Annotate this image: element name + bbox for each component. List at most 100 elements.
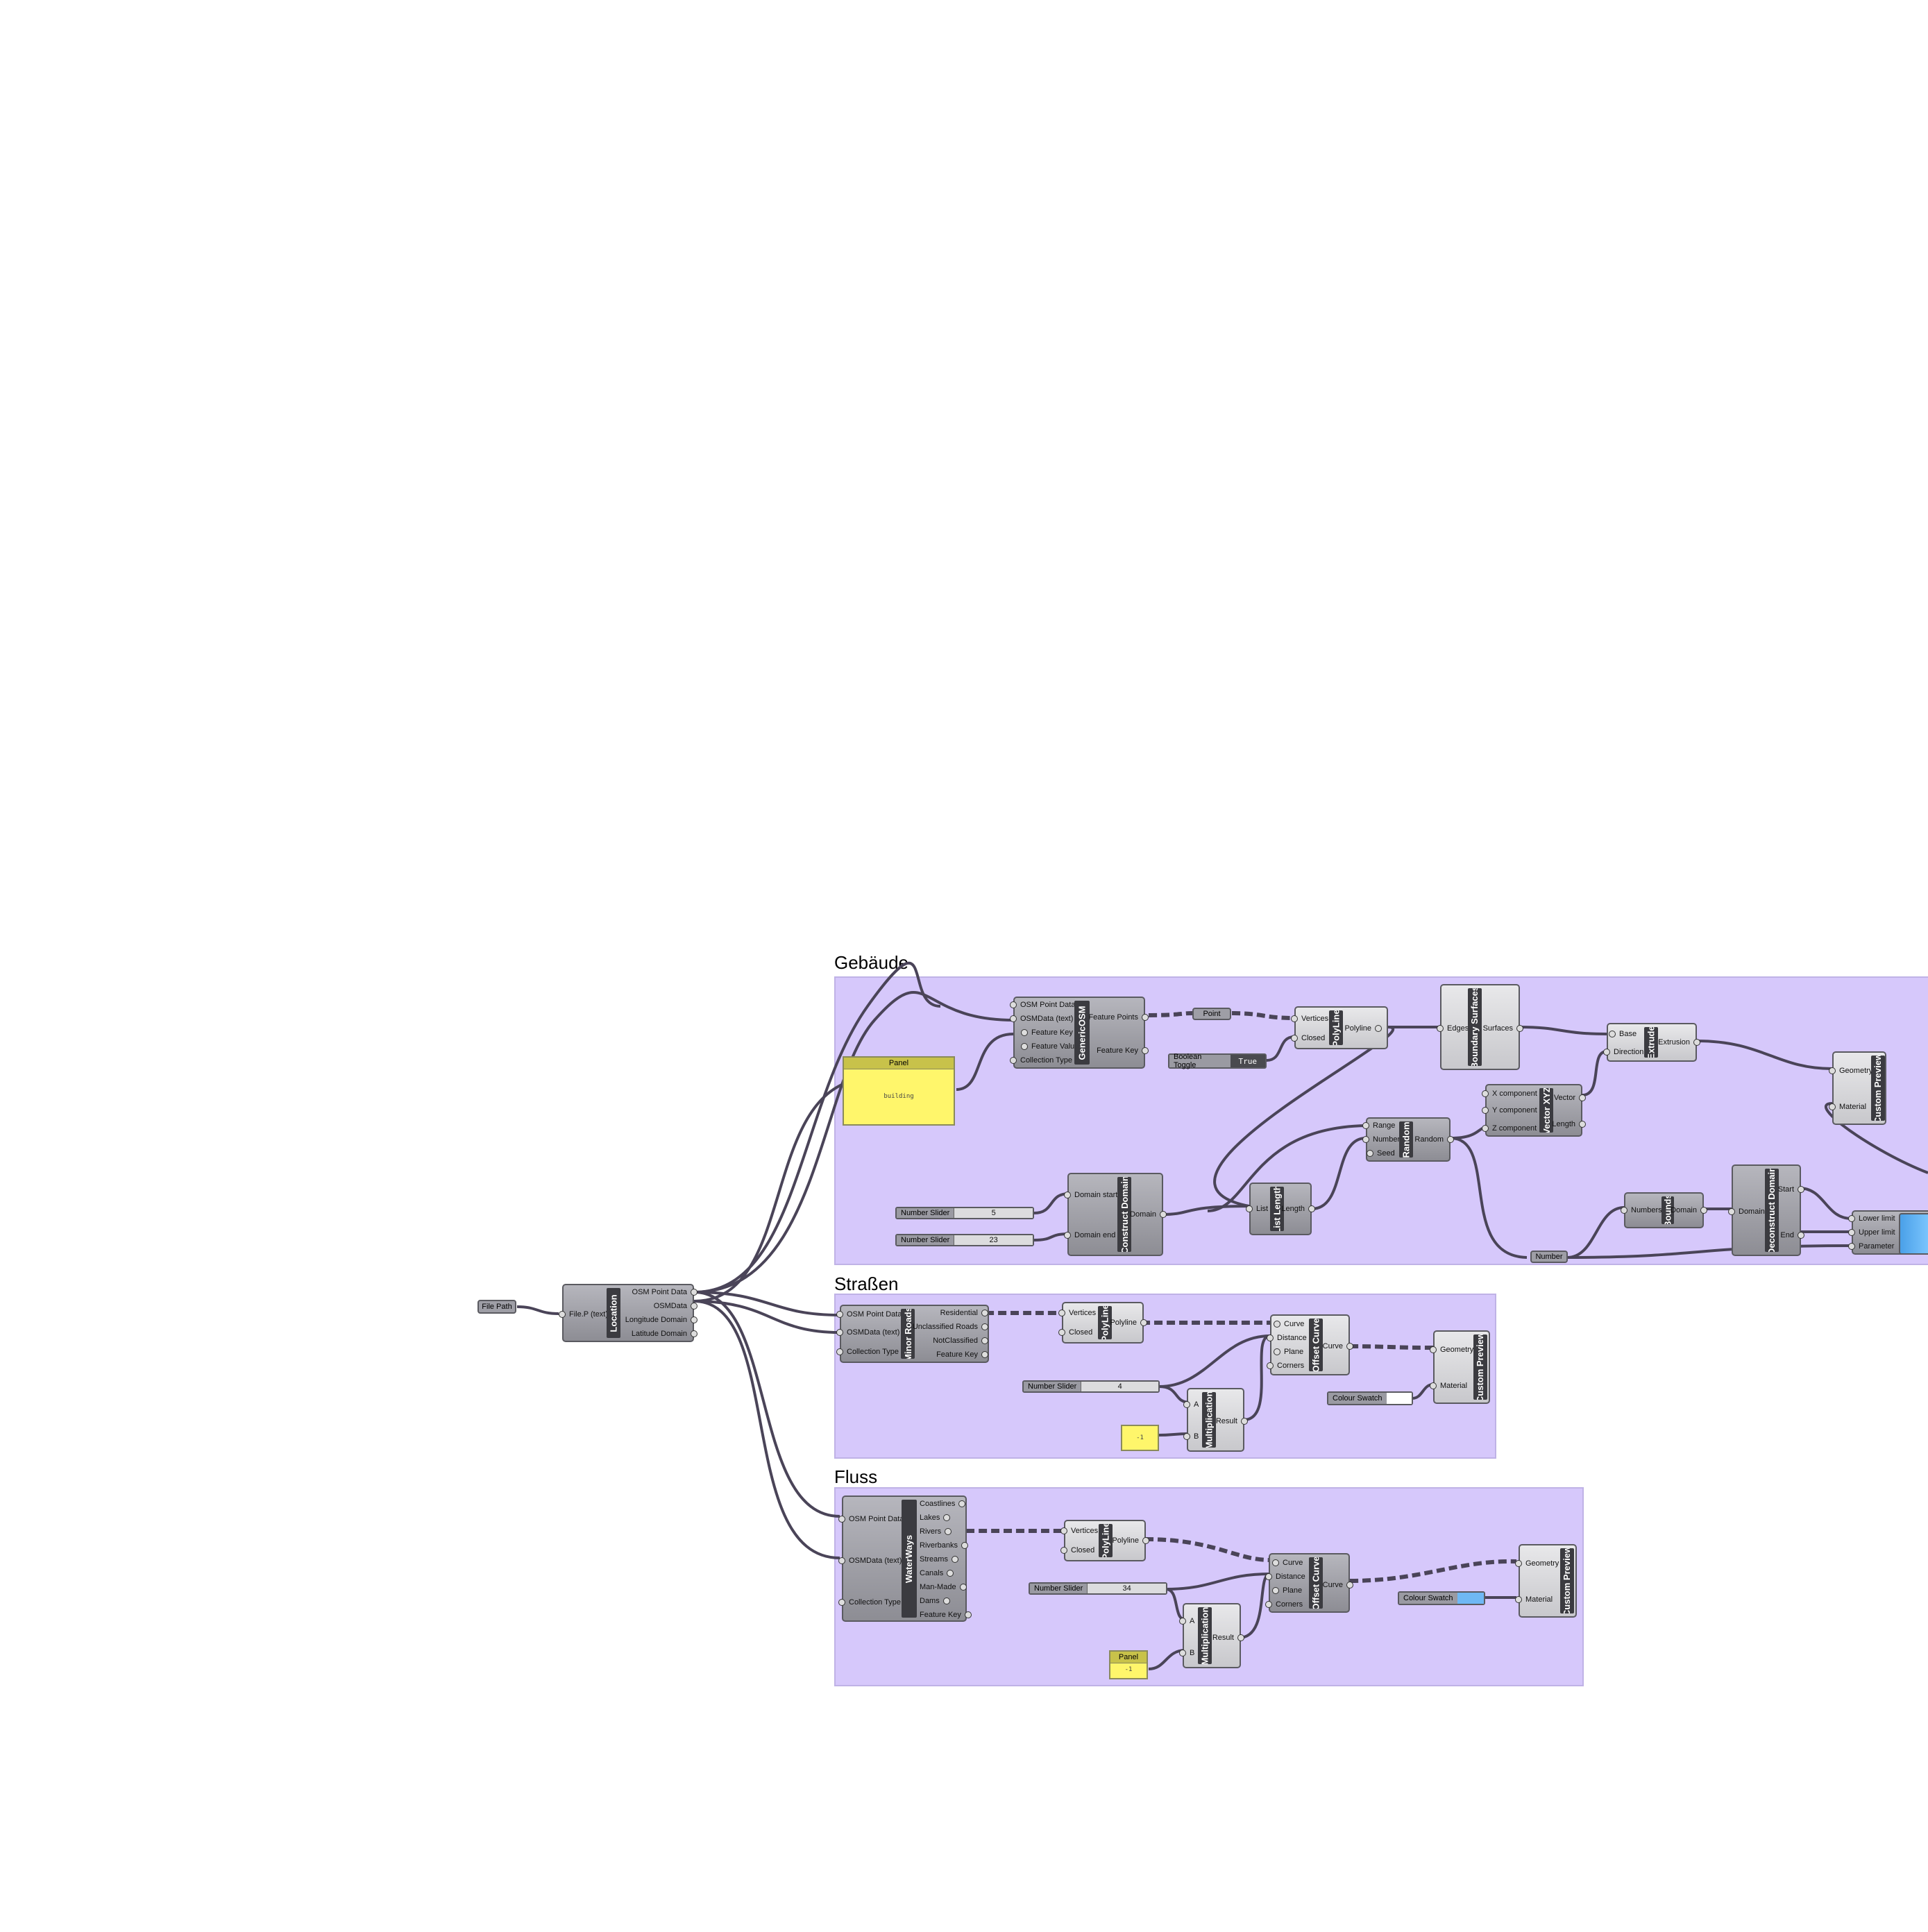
building-panel[interactable]: Panel building (843, 1056, 955, 1126)
slider-value[interactable]: 34 (1087, 1584, 1166, 1593)
waterways-component[interactable]: OSM Point Data OSMData (text) Collection… (838, 1495, 972, 1622)
output-dams[interactable]: Dams (920, 1597, 950, 1605)
input-lower-limit[interactable]: Lower limit (1848, 1214, 1895, 1223)
input-domain[interactable]: Domain (1728, 1208, 1765, 1216)
output-feature-key[interactable]: Feature Key (936, 1350, 988, 1359)
input-geometry[interactable]: Geometry (1429, 1346, 1474, 1354)
output-notclassified[interactable]: NotClassified (933, 1337, 988, 1345)
input-distance[interactable]: Distance (1267, 1334, 1307, 1342)
offset-curve-component[interactable]: Curve Distance Plane Corners Offset Curv… (1266, 1314, 1354, 1375)
swatch-color[interactable] (1457, 1593, 1484, 1604)
input-a[interactable]: A (1178, 1617, 1195, 1625)
input-x-component[interactable]: X component (1482, 1090, 1537, 1098)
output-latitude-domain[interactable]: Latitude Domain (631, 1330, 698, 1338)
input-geometry[interactable]: Geometry (1828, 1067, 1873, 1075)
input-numbers[interactable]: Numbers (1621, 1206, 1662, 1214)
output-polyline[interactable]: Polyline (1110, 1319, 1147, 1327)
input-seed[interactable]: Seed (1367, 1149, 1395, 1158)
input-osmdata-text[interactable]: OSMData (text) (838, 1557, 902, 1565)
polyline-component[interactable]: Vertices Closed PolyLine Polyline (1290, 1006, 1388, 1049)
input-plane[interactable]: Plane (1271, 1586, 1303, 1595)
input-osm-point-data[interactable]: OSM Point Data (836, 1310, 902, 1319)
input-number[interactable]: Number (1362, 1135, 1401, 1144)
input-list[interactable]: List (1245, 1205, 1269, 1213)
input-corners[interactable]: Corners (1266, 1362, 1305, 1370)
input-y-component[interactable]: Y component (1482, 1106, 1537, 1115)
output-feature-points[interactable]: Feature Points (1088, 1013, 1149, 1022)
input-collection-type[interactable]: Collection Type (838, 1598, 902, 1607)
input-corners[interactable]: Corners (1265, 1600, 1303, 1609)
output-residential[interactable]: Residential (940, 1309, 989, 1317)
input-osmdata-text[interactable]: OSMData (text) (1009, 1015, 1074, 1023)
input-b[interactable]: B (1178, 1649, 1195, 1657)
output-result[interactable]: Result (1215, 1417, 1249, 1425)
offset-curve-component[interactable]: Curve Distance Plane Corners Offset Curv… (1265, 1553, 1354, 1613)
multiplication-component[interactable]: A B Multiplication Result (1178, 1603, 1245, 1668)
output-lakes[interactable]: Lakes (920, 1514, 951, 1522)
input-osmdata-text[interactable]: OSMData (text) (836, 1328, 900, 1337)
output-osm-point-data[interactable]: OSM Point Data (632, 1288, 698, 1296)
output-length[interactable]: Length (1281, 1205, 1315, 1213)
extrude-component[interactable]: Base Direction Extrude Extrusion (1603, 1023, 1700, 1062)
vector-xyz-component[interactable]: X component Y component Z component Vect… (1481, 1084, 1587, 1137)
input-a[interactable]: A (1183, 1400, 1199, 1409)
output-riverbanks[interactable]: Riverbanks (920, 1541, 969, 1550)
input-upper-limit[interactable]: Upper limit (1848, 1228, 1895, 1237)
input-range[interactable]: Range (1362, 1121, 1396, 1130)
input-vertices[interactable]: Vertices (1060, 1527, 1099, 1535)
custom-preview-component[interactable]: Geometry Material Custom Preview (1828, 1051, 1886, 1125)
list-length-component[interactable]: List List Length Length (1245, 1183, 1315, 1235)
output-random[interactable]: Random (1414, 1135, 1454, 1144)
output-domain[interactable]: Domain (1130, 1210, 1167, 1219)
output-length[interactable]: Length (1552, 1120, 1586, 1128)
minor-roads-component[interactable]: OSM Point Data OSMData (text) Collection… (836, 1305, 989, 1363)
input-vertices[interactable]: Vertices (1058, 1309, 1097, 1317)
boolean-toggle-value[interactable]: True (1230, 1055, 1265, 1067)
output-result[interactable]: Result (1212, 1634, 1245, 1642)
input-collection-type[interactable]: Collection Type (1009, 1056, 1073, 1065)
input-domain-end[interactable]: Domain end (1063, 1231, 1116, 1239)
generic-osm-component[interactable]: OSM Point Data OSMData (text) Feature Ke… (1009, 997, 1149, 1069)
output-start[interactable]: Start (1777, 1185, 1805, 1194)
boolean-toggle[interactable]: Boolean Toggle True (1168, 1053, 1267, 1069)
input-material[interactable]: Material (1429, 1382, 1468, 1390)
random-component[interactable]: Range Number Seed Random Random (1362, 1117, 1454, 1162)
output-vector[interactable]: Vector (1553, 1094, 1587, 1102)
output-feature-key[interactable]: Feature Key (1097, 1046, 1149, 1055)
input-curve[interactable]: Curve (1271, 1559, 1303, 1567)
input-z-component[interactable]: Z component (1481, 1124, 1537, 1133)
input-direction[interactable]: Direction (1603, 1048, 1644, 1056)
input-distance[interactable]: Distance (1265, 1573, 1305, 1581)
input-b[interactable]: B (1183, 1432, 1199, 1441)
polyline-component[interactable]: Vertices Closed PolyLine Polyline (1058, 1302, 1147, 1344)
boundary-surfaces-component[interactable]: Edges Boundary Surfaces Surfaces (1436, 984, 1524, 1070)
output-end[interactable]: End (1780, 1231, 1804, 1239)
output-man-made[interactable]: Man-Made (920, 1583, 967, 1591)
input-base[interactable]: Base (1608, 1030, 1637, 1038)
number-slider-domain-end[interactable]: Number Slider 23 (895, 1234, 1034, 1246)
location-component[interactable]: File.P (text) Location OSM Point Data OS… (558, 1284, 698, 1342)
panel-negative-one[interactable]: -1 (1121, 1425, 1159, 1451)
output-feature-key[interactable]: Feature Key (920, 1611, 972, 1619)
number-slider-distance[interactable]: Number Slider 34 (1029, 1582, 1167, 1595)
output-unclassified-roads[interactable]: Unclassified Roads (912, 1323, 989, 1331)
deconstruct-domain-component[interactable]: Domain Deconstruct Domain Start End (1728, 1164, 1805, 1256)
output-osmdata[interactable]: OSMData (653, 1302, 698, 1310)
input-plane[interactable]: Plane (1273, 1348, 1304, 1356)
construct-domain-component[interactable]: Domain start Domain end Construct Domain… (1063, 1173, 1167, 1256)
point-param[interactable]: Point (1192, 1008, 1231, 1020)
input-closed[interactable]: Closed (1060, 1546, 1095, 1554)
input-material[interactable]: Material (1828, 1103, 1867, 1111)
output-polyline[interactable]: Polyline (1112, 1536, 1149, 1545)
input-feature-key[interactable]: Feature Key (1021, 1028, 1073, 1037)
input-geometry[interactable]: Geometry (1514, 1559, 1559, 1568)
output-curve[interactable]: Curve (1322, 1581, 1354, 1589)
gradient-component[interactable]: Lower limit Upper limit Parameter (1847, 1210, 1928, 1255)
output-canals[interactable]: Canals (920, 1569, 954, 1577)
input-parameter[interactable]: Parameter (1847, 1242, 1895, 1251)
input-edges[interactable]: Edges (1436, 1024, 1469, 1033)
input-vertices[interactable]: Vertices (1290, 1015, 1329, 1023)
output-domain[interactable]: Domain (1671, 1206, 1707, 1214)
input-closed[interactable]: Closed (1290, 1034, 1326, 1042)
input-curve[interactable]: Curve (1273, 1320, 1305, 1328)
